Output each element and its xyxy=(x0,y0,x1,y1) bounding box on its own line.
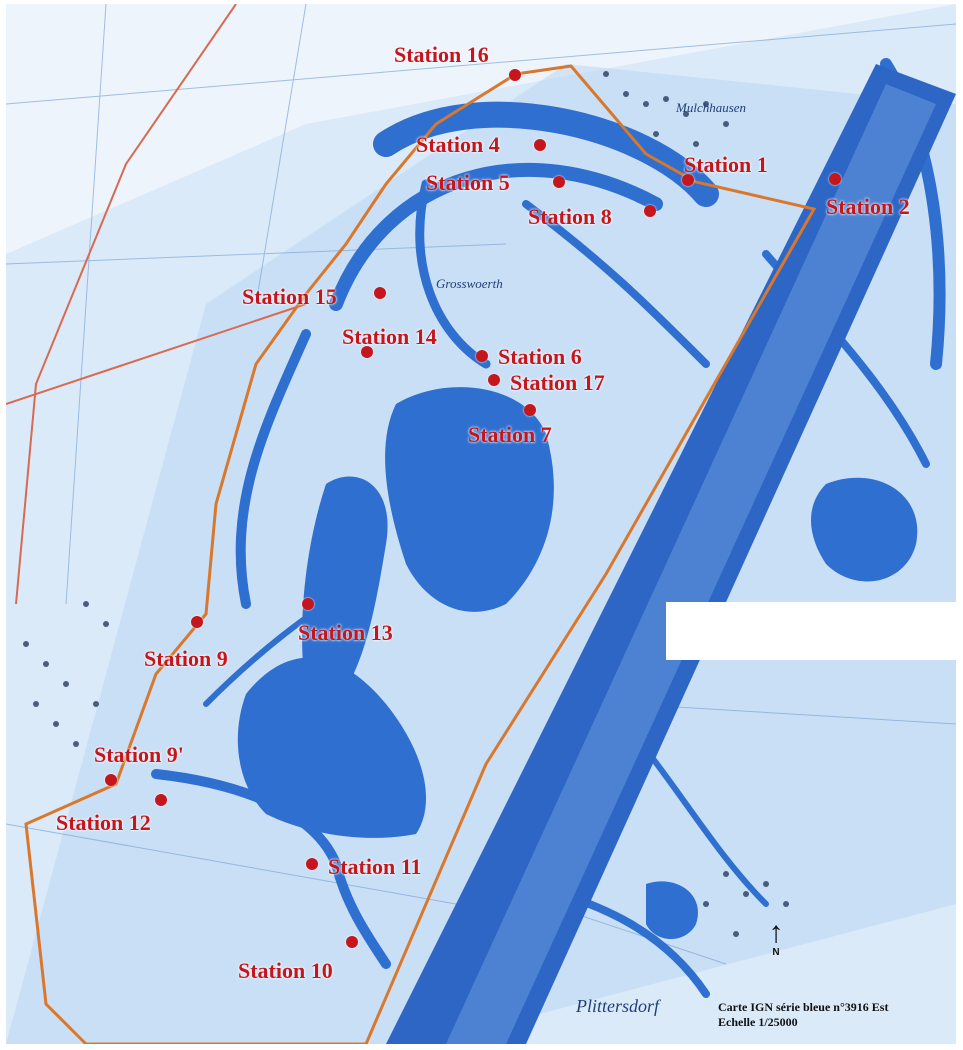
station-label: Station 7 xyxy=(468,422,552,447)
station-label: Station 9 xyxy=(144,646,228,671)
map-legend: Carte IGN série bleue n°3916 Est Echelle… xyxy=(718,1000,956,1030)
map-background xyxy=(6,4,956,1044)
station-label: Station 6 xyxy=(498,344,582,369)
station-label: Station 4 xyxy=(416,132,500,157)
station-marker[interactable] xyxy=(302,598,314,610)
station-marker[interactable] xyxy=(488,374,500,386)
place-label: Mulchhausen xyxy=(676,100,747,115)
station-label: Station 11 xyxy=(328,854,422,879)
station-label: Station 8 xyxy=(528,204,612,229)
station-marker[interactable] xyxy=(553,176,565,188)
station-marker[interactable] xyxy=(306,858,318,870)
north-arrow-glyph: ↑ xyxy=(768,916,784,949)
north-arrow-icon: ↑ N xyxy=(766,916,786,959)
place-label: Plittersdorf xyxy=(576,996,660,1016)
station-label: Station 16 xyxy=(394,42,489,67)
station-marker[interactable] xyxy=(829,173,841,185)
station-label: Station 14 xyxy=(342,324,437,349)
legend-scale: Echelle 1/25000 xyxy=(718,1015,798,1029)
station-label: Station 12 xyxy=(56,810,151,835)
station-marker[interactable] xyxy=(346,936,358,948)
station-label: Station 17 xyxy=(510,370,605,395)
station-label: Station 10 xyxy=(238,958,333,983)
station-marker[interactable] xyxy=(105,774,117,786)
station-marker[interactable] xyxy=(191,616,203,628)
label-patch xyxy=(666,602,956,660)
station-marker[interactable] xyxy=(155,794,167,806)
station-marker[interactable] xyxy=(374,287,386,299)
north-label: N xyxy=(772,947,780,958)
station-marker[interactable] xyxy=(524,404,536,416)
station-label: Station 15 xyxy=(242,284,337,309)
station-label: Station 5 xyxy=(426,170,510,195)
legend-source: Carte IGN série bleue n°3916 Est xyxy=(718,1000,889,1014)
station-label: Station 13 xyxy=(298,620,393,645)
station-marker[interactable] xyxy=(682,174,694,186)
station-label: Station 2 xyxy=(826,194,910,219)
station-marker[interactable] xyxy=(361,346,373,358)
station-marker[interactable] xyxy=(509,69,521,81)
map: Mulchhausen Grosswoerth Plittersdorf Sta… xyxy=(6,4,956,1044)
station-marker[interactable] xyxy=(644,205,656,217)
station-label: Station 1 xyxy=(684,152,768,177)
station-marker[interactable] xyxy=(534,139,546,151)
place-label: Grosswoerth xyxy=(436,276,503,291)
station-marker[interactable] xyxy=(476,350,488,362)
station-label: Station 9' xyxy=(94,742,184,767)
